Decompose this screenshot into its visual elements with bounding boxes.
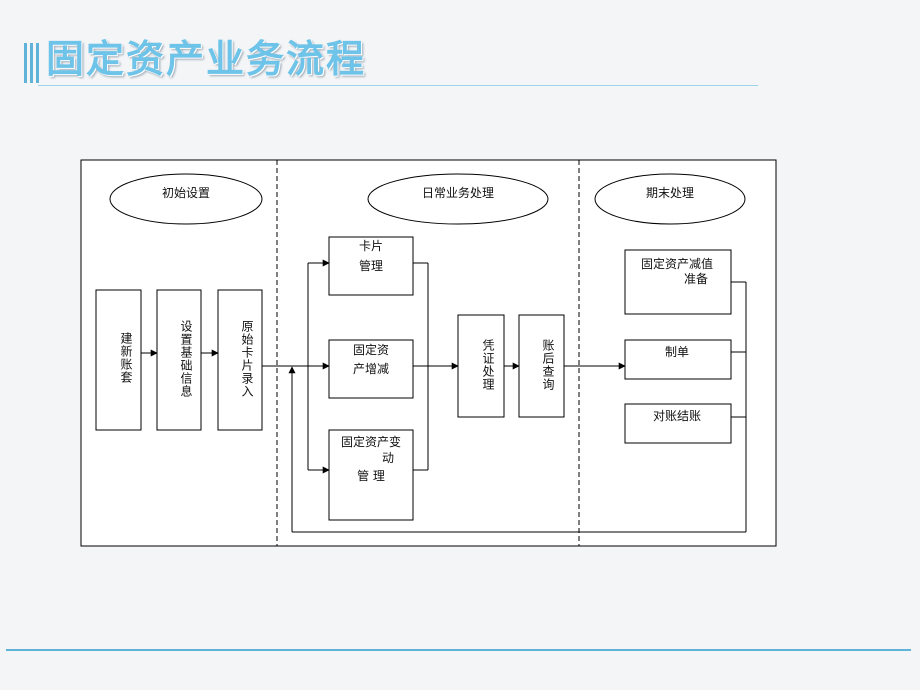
step-box-asset-transfer (328, 429, 414, 521)
step-label: 固定资产变 (341, 434, 401, 449)
step-label: 管理 (359, 258, 383, 273)
step-box-query (518, 314, 565, 418)
step-label: 准备 (684, 272, 708, 286)
step-label: 固定资 (353, 342, 389, 357)
title-decoration-bar (24, 43, 27, 83)
step-label: 固定资产减值 (641, 256, 713, 271)
step-label: 账后查询 (541, 339, 555, 391)
step-box-create-account (95, 289, 142, 431)
step-box-card-entry (217, 289, 263, 431)
step-box-asset-change (328, 339, 414, 399)
title-decoration-bar (36, 43, 39, 83)
page-title: 固定资产业务流程 (46, 37, 367, 81)
title-decoration-bar (30, 43, 33, 83)
step-label: 动 (382, 451, 394, 465)
step-label: 产增减 (353, 362, 389, 376)
step-box-reconcile-close (624, 403, 732, 444)
section-label: 初始设置 (162, 186, 210, 200)
step-label: 建新账套 (119, 332, 133, 384)
step-label: 凭证处理 (481, 338, 495, 391)
section-header-period-end: 期末处理 (594, 173, 746, 225)
section-header-daily: 日常业务处理 (367, 173, 549, 225)
step-label: 制单 (665, 345, 689, 359)
step-label: 管 理 (357, 468, 385, 483)
title-underline (38, 85, 758, 86)
step-label: 对账结账 (653, 409, 701, 423)
section-label: 日常业务处理 (422, 185, 494, 200)
step-box-impairment (624, 249, 732, 315)
step-box-make-voucher (624, 339, 732, 380)
step-label: 原始卡片录入 (240, 320, 254, 398)
step-box-basic-info (156, 289, 202, 431)
footer-line (6, 649, 911, 651)
section-header-initial: 初始设置 (109, 173, 263, 225)
step-label: 卡片 (359, 239, 383, 253)
step-label: 设置基础信息 (179, 320, 193, 398)
step-box-card-management (328, 236, 414, 296)
section-label: 期末处理 (646, 186, 694, 200)
